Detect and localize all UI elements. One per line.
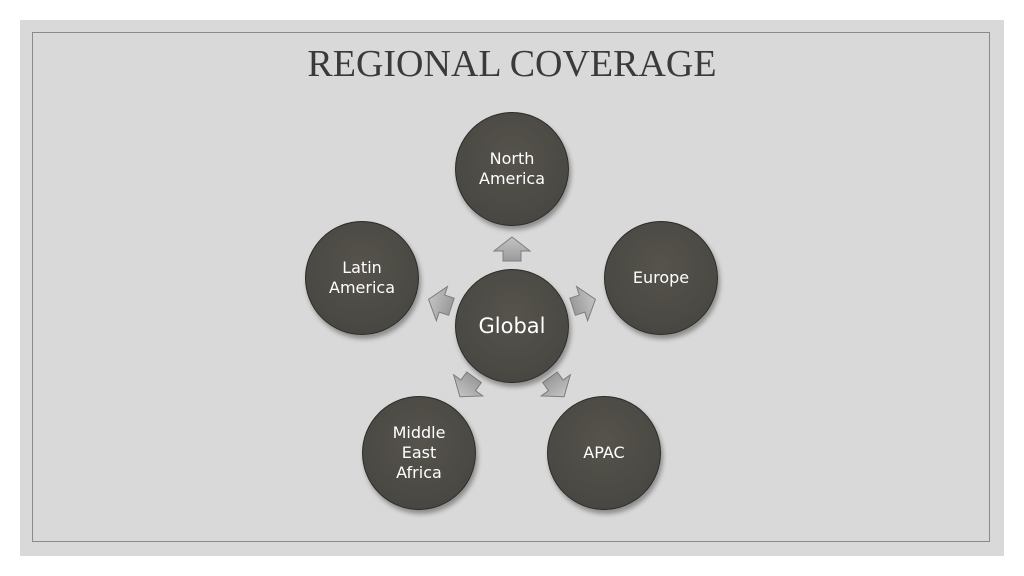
arrow-to-europe [569, 285, 597, 323]
region-label: Europe [632, 268, 690, 287]
arrow-to-north-america [492, 236, 532, 262]
region-node-middle-east-africa: Middle East Africa [362, 396, 476, 510]
region-label: APAC [583, 443, 625, 462]
arrow-to-apac [539, 371, 572, 398]
arrow-to-latin-america [427, 285, 455, 323]
region-label: Middle East Africa [392, 423, 446, 482]
region-node-north-america: North America [455, 112, 569, 226]
arrow-to-middle-east-africa [452, 371, 485, 398]
slide-title: REGIONAL COVERAGE [307, 43, 717, 85]
region-node-europe: Europe [604, 221, 718, 335]
region-label: North America [479, 149, 545, 188]
hub-node-global: Global [455, 269, 569, 383]
slide-frame [32, 32, 990, 542]
region-node-latin-america: Latin America [305, 221, 419, 335]
region-node-apac: APAC [547, 396, 661, 510]
hub-label: Global [478, 314, 546, 338]
region-label: Latin America [329, 258, 395, 297]
